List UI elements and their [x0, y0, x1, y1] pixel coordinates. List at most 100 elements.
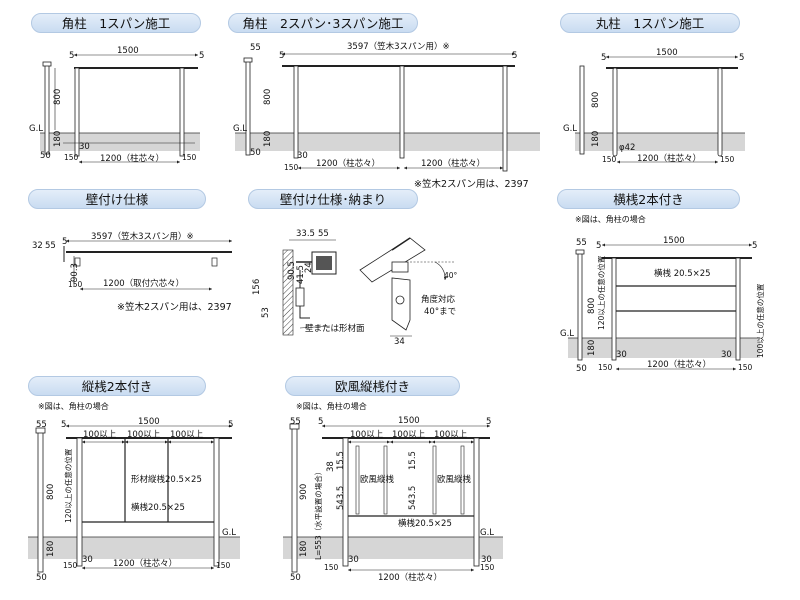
- dim-150-p2: 150: [284, 163, 299, 172]
- gl-p3: G.L: [563, 124, 577, 134]
- dim-1500-p1: 1500: [117, 46, 139, 56]
- pitch-p7: 1200（柱芯々）: [113, 558, 177, 569]
- panel-tatesan-2: [28, 424, 240, 573]
- dim-5-right-p2: 5: [512, 51, 517, 61]
- title-kabetsuke: 壁付け仕様: [28, 189, 206, 209]
- dim-50-p8: 50: [290, 573, 301, 583]
- dim-1500-p7: 1500: [138, 417, 160, 427]
- dim-15-5-right-p8: 15.5: [408, 451, 418, 470]
- dim-800-p7: 800: [46, 484, 56, 500]
- dim-800-p2: 800: [263, 89, 273, 105]
- dim-800-p3: 800: [591, 92, 601, 108]
- dim-150-right-p3: 150: [720, 155, 735, 164]
- oufu-label-left-p8: 欧風縦桟: [360, 474, 395, 485]
- dim-5-right-p3: 5: [739, 53, 744, 63]
- title-kakubashira-2-3span: 角柱 2スパン･3スパン施工: [228, 13, 418, 33]
- panel-kakubashira-2-3span: [235, 52, 540, 172]
- note-kasagi-2span-2: ※笠木2スパン用は、2397: [117, 302, 232, 313]
- dim-90-5-p5: 90.5: [287, 261, 297, 280]
- dim-53-p5: 53: [261, 307, 271, 318]
- title-kakubashira-1span: 角柱 1スパン施工: [31, 13, 201, 33]
- note-kakubashira-case-3: ※図は、角柱の場合: [296, 402, 367, 411]
- angle-label-1: 角度対応: [421, 294, 456, 305]
- dim-150-left-p8: 150: [324, 563, 339, 572]
- dim-100-c-p8: 100以上: [434, 430, 468, 440]
- dim-55-p2: 55: [250, 43, 261, 53]
- note-kakubashira-case-2: ※図は、角柱の場合: [38, 402, 109, 411]
- dim-150-right-p7: 150: [216, 561, 231, 570]
- dim-150-left-p6: 150: [598, 363, 613, 372]
- dim-30-p7: 30: [82, 555, 93, 565]
- dim-5-right-p7: 5: [228, 420, 233, 430]
- dim-156-p5: 156: [252, 279, 262, 295]
- dim-55-p6: 55: [576, 238, 587, 248]
- pos-any-p7: 120以上の任意の位置: [63, 448, 73, 523]
- dim-1500-p3: 1500: [656, 48, 678, 58]
- dim-180-p6: 180: [587, 340, 597, 356]
- dim-1500-p8: 1500: [398, 416, 420, 426]
- title-oufu-tatesan: 欧風縦桟付き: [285, 376, 460, 396]
- panel-yokosan-2: [568, 243, 760, 371]
- dim-55-p7: 55: [36, 420, 47, 430]
- dim-30-p1: 30: [79, 142, 90, 152]
- dim-5-left-p2: 5: [279, 51, 284, 61]
- dim-5-left-p7: 5: [61, 420, 66, 430]
- dim-100-b-p7: 100以上: [127, 430, 161, 440]
- dim-50-p7: 50: [36, 573, 47, 583]
- yokosan-label-p6: 横桟 20.5×25: [654, 268, 711, 279]
- dim-1500-p6: 1500: [663, 236, 685, 246]
- dim-5-right-p8: 5: [486, 417, 491, 427]
- dim-50-p2: 50: [250, 148, 261, 158]
- dim-55-p5: 55: [318, 229, 329, 239]
- title-tatesan-2: 縦桟2本付き: [28, 376, 206, 396]
- dim-150-right-p8: 150: [480, 563, 495, 572]
- yokosan-label-p8: 横桟20.5×25: [398, 518, 452, 529]
- dim-55-p8: 55: [290, 417, 301, 427]
- pitch-p6: 1200（柱芯々）: [647, 359, 711, 370]
- dim-55-p4: 55: [45, 241, 56, 251]
- pitch-p1: 1200（柱芯々）: [100, 153, 164, 164]
- dim-100-a-p7: 100以上: [83, 430, 117, 440]
- dim-5-left-p1: 5: [69, 51, 74, 61]
- dim-180-p2: 180: [263, 131, 273, 147]
- dim-24-p5: 24: [304, 262, 314, 273]
- dim-543-5-left-p8: 543.5: [336, 486, 346, 510]
- dim-90-3-p4: 90.3: [70, 263, 80, 282]
- pitch-p3: 1200（柱芯々）: [637, 153, 701, 164]
- dim-100-c-p7: 100以上: [170, 430, 204, 440]
- dim-180-p1: 180: [53, 131, 63, 147]
- dim-100-a-p8: 100以上: [350, 430, 384, 440]
- dim-180-p3: 180: [591, 131, 601, 147]
- yokosan-label-p7: 横桟20.5×25: [131, 502, 185, 513]
- dim-543-5-right-p8: 543.5: [408, 486, 418, 510]
- dim-5-left-p6: 5: [596, 241, 601, 251]
- title-marubashira-1span: 丸柱 1スパン施工: [560, 13, 740, 33]
- panel-marubashira-1span: [575, 55, 745, 164]
- panel-kabetsuke: [63, 239, 232, 291]
- dim-30-p2: 30: [297, 151, 308, 161]
- dim-38-p8: 38: [326, 461, 336, 472]
- dim-180-p8: 180: [299, 541, 309, 557]
- dim-150-right-p6: 150: [738, 363, 753, 372]
- pitch-a-p2: 1200（柱芯々）: [316, 158, 380, 169]
- panel-kakubashira-1span: [40, 53, 200, 164]
- l553-p8: L=553（水平設置の場合）: [313, 468, 323, 560]
- pos-any-right-p6: 100以上の任意の位置: [755, 283, 765, 358]
- title-kabetsuke-osamari: 壁付け仕様･納まり: [248, 189, 418, 209]
- dim-900-p8: 900: [299, 484, 309, 500]
- gl-p1: G.L: [29, 124, 43, 134]
- wall-surface-label: 壁または形材面: [305, 323, 365, 334]
- title-yokosan-2: 横桟2本付き: [557, 189, 740, 209]
- dim-30-left-p8: 30: [348, 555, 359, 565]
- angle-40-deg: 40°: [444, 271, 458, 280]
- span3-p4: 3597（笠木3スパン用）※: [91, 231, 194, 242]
- angle-label-2: 40°まで: [424, 307, 456, 317]
- dim-50-p6: 50: [576, 364, 587, 374]
- gl-p7: G.L: [222, 528, 236, 538]
- wall-pitch-p4: 1200（取付穴芯々）: [103, 278, 184, 289]
- dim-50-p1: 50: [40, 151, 51, 161]
- dim-800-p6: 800: [587, 298, 597, 314]
- dim-33-5-p5: 33.5: [296, 229, 315, 239]
- panel-oufu-tatesan: [283, 423, 503, 573]
- dim-5-left-p3: 5: [601, 53, 606, 63]
